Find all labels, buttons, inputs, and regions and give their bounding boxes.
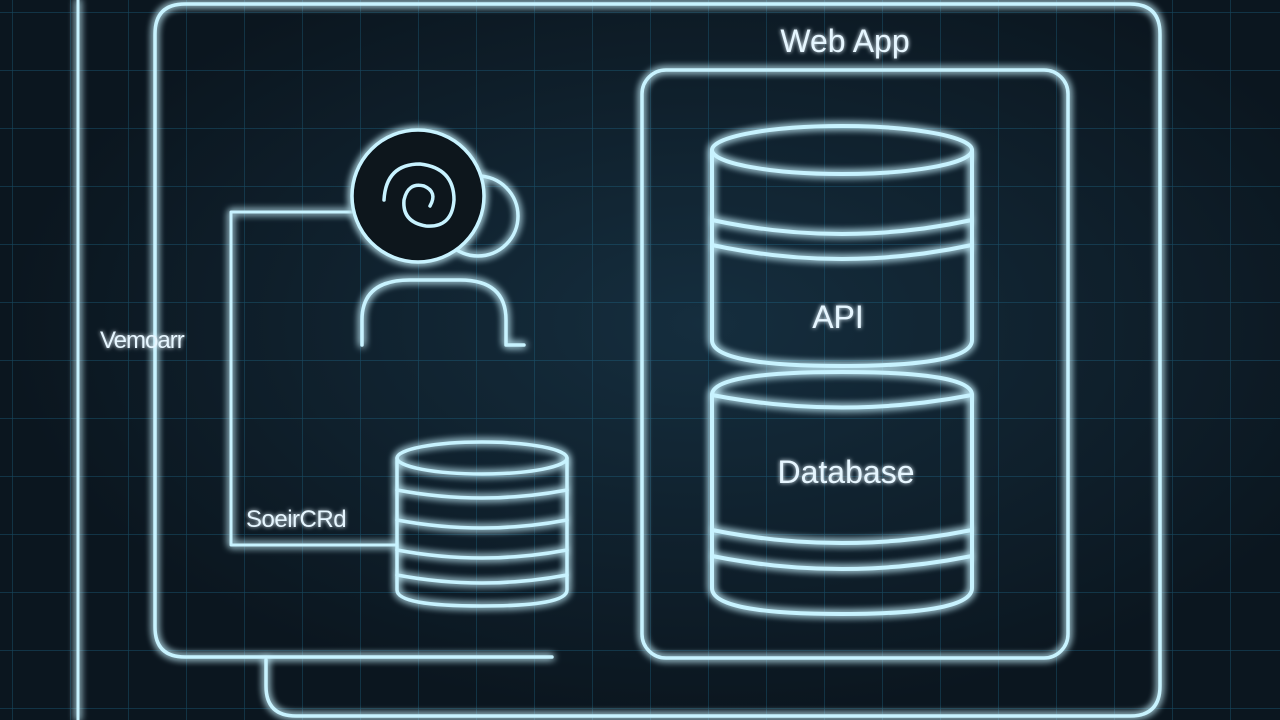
outer-container bbox=[153, 2, 1162, 718]
connector-line bbox=[229, 210, 397, 547]
user-icon bbox=[350, 128, 526, 347]
database-cylinder bbox=[710, 369, 974, 617]
web-app-container bbox=[640, 68, 1070, 660]
api-label: API bbox=[812, 299, 864, 335]
database-icon bbox=[395, 440, 569, 608]
database-label: Database bbox=[778, 454, 915, 490]
api-cylinder bbox=[710, 124, 974, 369]
title-label: Web App bbox=[780, 23, 909, 59]
small-db-label: SoeirCRd bbox=[246, 506, 346, 533]
left-node-label: Vemoarr bbox=[100, 327, 185, 354]
